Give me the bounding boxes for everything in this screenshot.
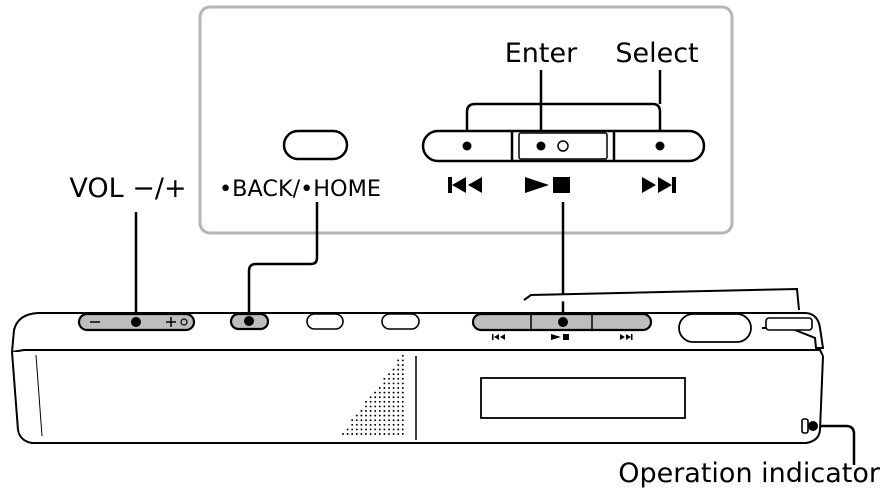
leader-lines [134,202,856,465]
skip-back-dot [462,141,472,151]
inset-back-home-button [282,129,349,161]
select-label: Select [615,38,698,69]
device-display [480,377,686,419]
operation-indicator-led [801,418,809,434]
back-home-label: •BACK/•HOME [219,177,381,202]
device-small-icons [492,334,633,340]
enter-label: Enter [505,38,578,69]
rec-button-1 [306,313,344,330]
small-skip-back-icon [492,334,505,340]
skip-back-icon [448,177,482,193]
small-skip-forward-icon [620,334,633,340]
play-stop-icon [525,177,570,193]
device-buttons [77,312,752,343]
recorder-body [11,287,825,444]
small-play-stop-icon [551,334,569,340]
operation-indicator-label: Operation indicator [618,458,881,489]
inset-control-strip [421,129,706,163]
enter-dot [536,141,546,151]
rec-button-2 [381,313,420,330]
vol-label: VOL −/+ [69,173,186,204]
play-key-marker [557,140,569,152]
clip-slot [765,317,813,331]
speaker-grille [342,354,404,435]
leader-dots [131,316,818,431]
skip-forward-icon [642,177,676,193]
inset-play-key [518,132,608,160]
select-dot [655,141,665,151]
power-slider [678,313,752,343]
